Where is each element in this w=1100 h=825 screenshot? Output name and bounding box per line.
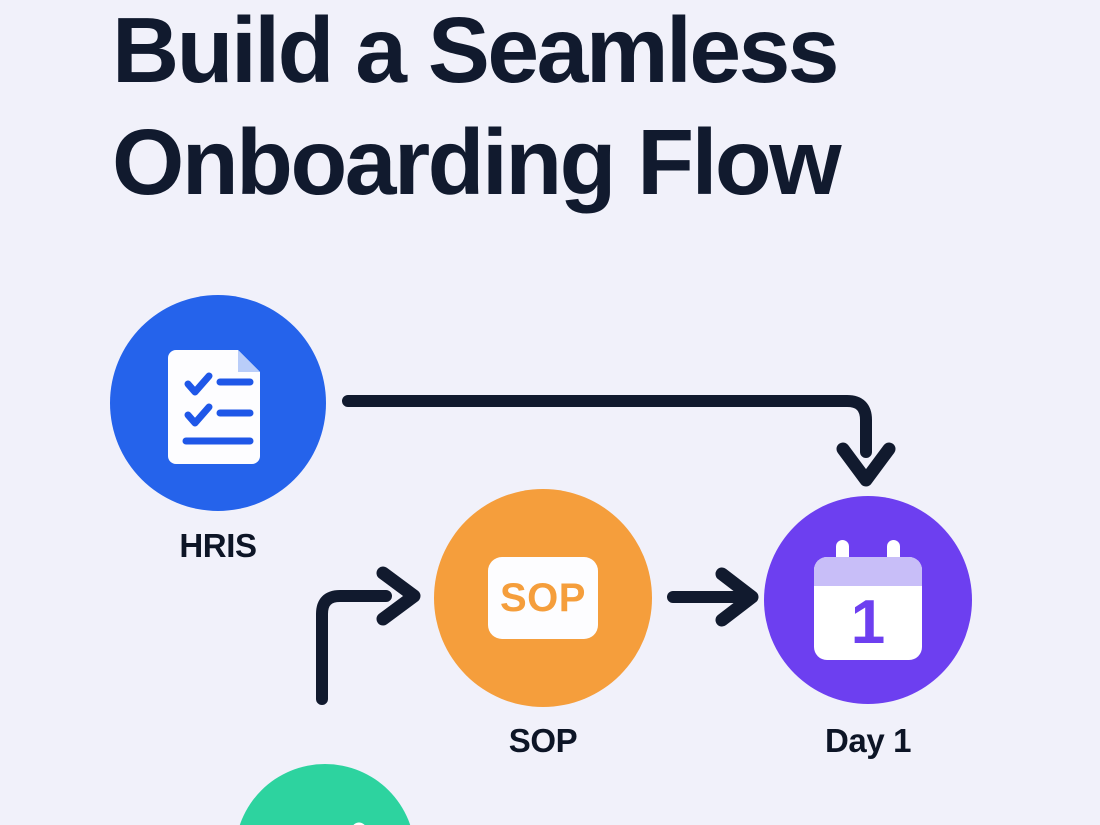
sop-chip-icon: SOP — [488, 557, 598, 639]
check-circle[interactable] — [235, 764, 415, 825]
title-line-1: Build a Seamless — [112, 0, 840, 102]
calendar-body: 1 — [814, 557, 922, 660]
check-icon — [353, 822, 365, 825]
title-line-2: Onboarding Flow — [112, 110, 842, 214]
connector-hris-to-day1 — [342, 395, 896, 487]
hris-circle[interactable] — [110, 295, 326, 511]
sop-circle[interactable]: SOP — [434, 489, 652, 707]
connector-check-to-sop — [316, 566, 421, 705]
connector-sop-to-day1 — [667, 567, 759, 627]
calendar-icon: 1 — [814, 540, 922, 660]
page-title: Build a Seamless Onboarding Flow — [112, 0, 1012, 218]
hris-label: HRIS — [179, 527, 257, 564]
day1-label: Day 1 — [824, 722, 912, 759]
sop-chip-text: SOP — [500, 576, 586, 620]
day1-circle[interactable]: 1 — [764, 496, 972, 704]
calendar-day-number: 1 — [850, 587, 886, 657]
sop-label: SOP — [508, 722, 578, 759]
calendar-header-band — [814, 557, 922, 586]
document-checklist-icon — [168, 342, 268, 464]
